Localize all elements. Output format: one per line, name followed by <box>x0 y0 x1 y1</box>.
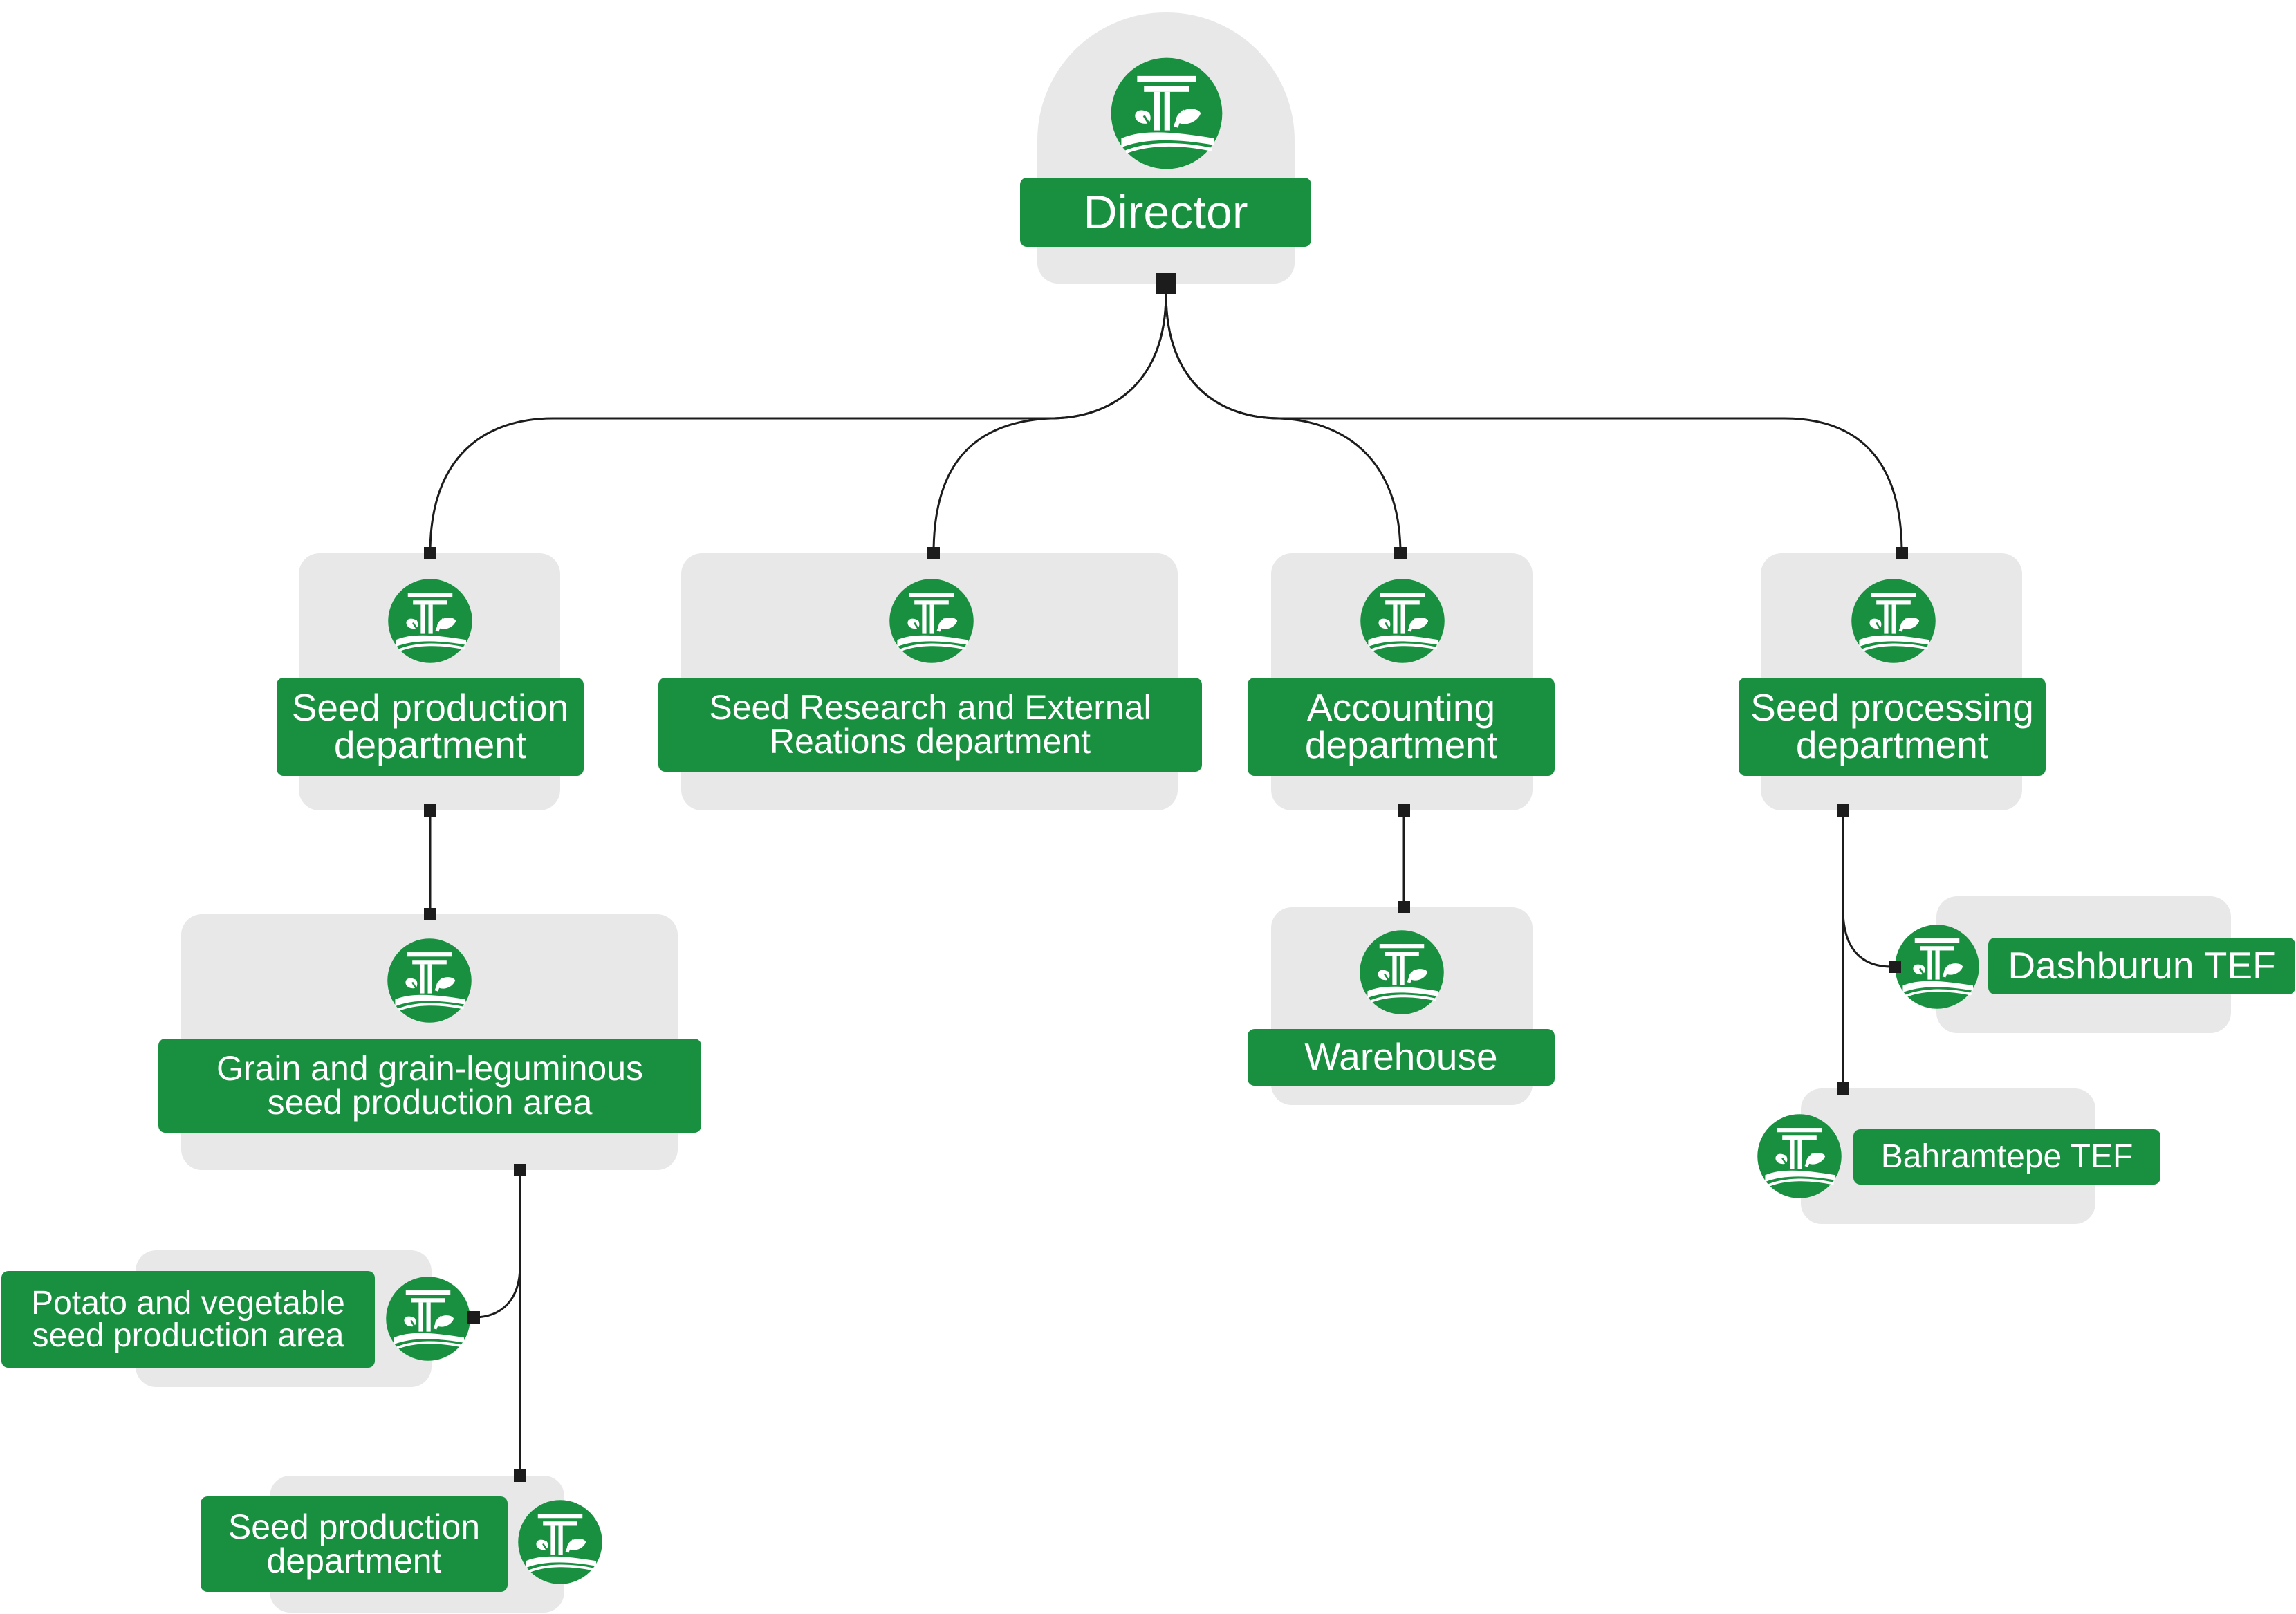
bahramtepe-title: Bahramtepe TEF <box>1853 1129 2160 1185</box>
accounting-title: Accounting department <box>1248 678 1555 776</box>
seed-production-input-port[interactable] <box>424 547 436 559</box>
seed-processing-output-port[interactable] <box>1837 804 1849 817</box>
accounting-output-port[interactable] <box>1398 804 1410 817</box>
dashburun-title: Dashburun TEF <box>1988 938 2295 994</box>
grain-area-title: Grain and grain-leguminous seed producti… <box>158 1039 701 1133</box>
grain-area-output-port[interactable] <box>514 1164 526 1176</box>
dashburun-input-port[interactable] <box>1889 961 1901 973</box>
seed-production-title: Seed production department <box>277 678 584 776</box>
potato-area-title: Potato and vegetable seed production are… <box>1 1271 375 1368</box>
company-logo-icon <box>387 578 473 664</box>
seed-processing-title: Seed processing department <box>1739 678 2046 776</box>
seed-processing-input-port[interactable] <box>1896 547 1908 559</box>
company-logo-icon <box>1110 57 1223 170</box>
company-logo-icon <box>1851 578 1936 664</box>
bahramtepe-input-port[interactable] <box>1837 1082 1849 1095</box>
director-title: Director <box>1020 178 1311 247</box>
warehouse-title: Warehouse <box>1248 1029 1555 1086</box>
accounting-input-port[interactable] <box>1394 547 1407 559</box>
company-logo-icon <box>1894 924 1980 1010</box>
connector-director-seed-research <box>932 293 1167 554</box>
seed-research-title: Seed Research and External Reations depa… <box>658 678 1202 772</box>
company-logo-icon <box>387 938 472 1023</box>
connector-director-seed-processing <box>1165 293 1903 554</box>
seed-research-input-port[interactable] <box>927 547 940 559</box>
grain-area-input-port[interactable] <box>424 908 436 920</box>
seed-production-output-port[interactable] <box>424 804 436 817</box>
potato-area-input-port[interactable] <box>467 1311 480 1324</box>
warehouse-input-port[interactable] <box>1398 901 1410 913</box>
company-logo-icon <box>517 1499 603 1585</box>
connector-grain-potato <box>473 1170 521 1319</box>
seed-production-2-input-port[interactable] <box>514 1469 526 1482</box>
connector-director-seed-production <box>429 293 1167 554</box>
company-logo-icon <box>1360 578 1445 664</box>
connector-director-accounting <box>1165 293 1402 554</box>
company-logo-icon <box>1359 929 1445 1015</box>
company-logo-icon <box>385 1276 471 1362</box>
company-logo-icon <box>1757 1113 1842 1199</box>
company-logo-icon <box>889 578 974 664</box>
director-output-port[interactable] <box>1156 273 1176 294</box>
connector-processing-dashburun <box>1842 810 1892 968</box>
seed-production-2-title: Seed production department <box>201 1496 508 1592</box>
